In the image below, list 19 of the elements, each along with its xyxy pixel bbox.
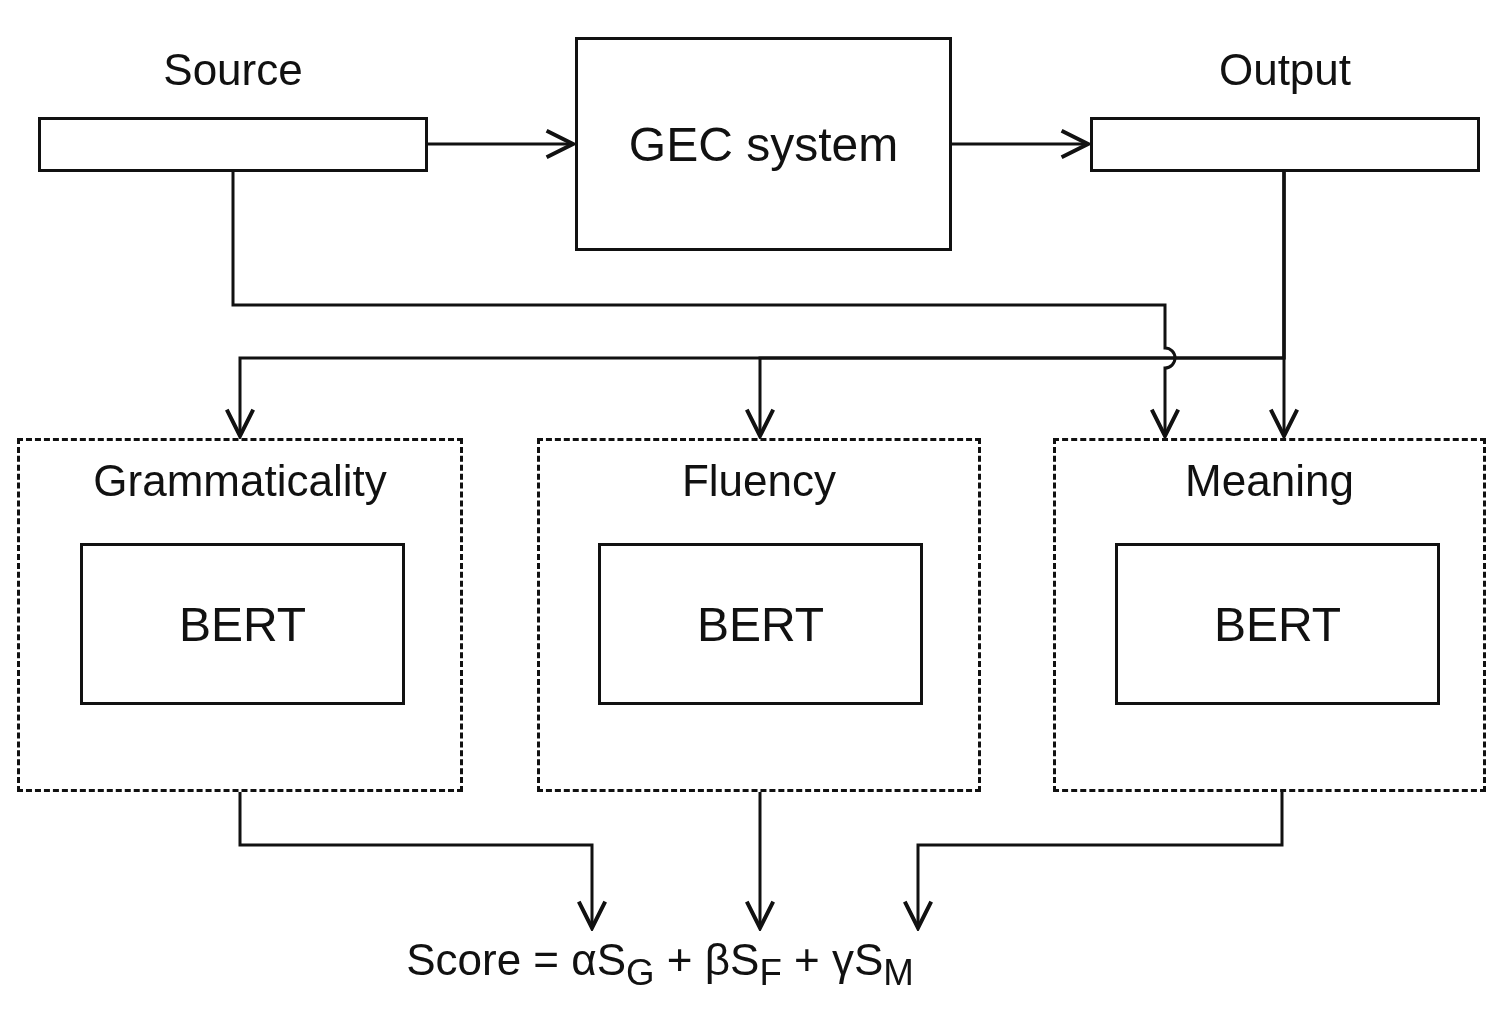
bar-heading: Source [162,44,304,96]
group-title: Fluency [680,455,838,507]
group-title: Meaning [1184,455,1355,507]
dashed-group-box [1053,438,1486,792]
process-box: BERT [598,543,923,705]
arrow [1268,172,1300,438]
arrow [744,792,776,930]
arrow [428,128,575,160]
dashed-group-box [17,438,463,792]
process-box: BERT [1115,543,1440,705]
process-box: GEC system [575,37,952,251]
arrow [952,128,1090,160]
arrow [902,792,1284,930]
dashed-group-box [537,438,981,792]
arrow [238,792,608,930]
process-box: BERT [80,543,405,705]
group-title: Grammaticality [92,455,388,507]
formula-text: Score = αS$_{G}$ + βS$_{F}$ + γS$_{M}$ [300,930,1020,1002]
bar-heading: Output [1217,44,1353,96]
